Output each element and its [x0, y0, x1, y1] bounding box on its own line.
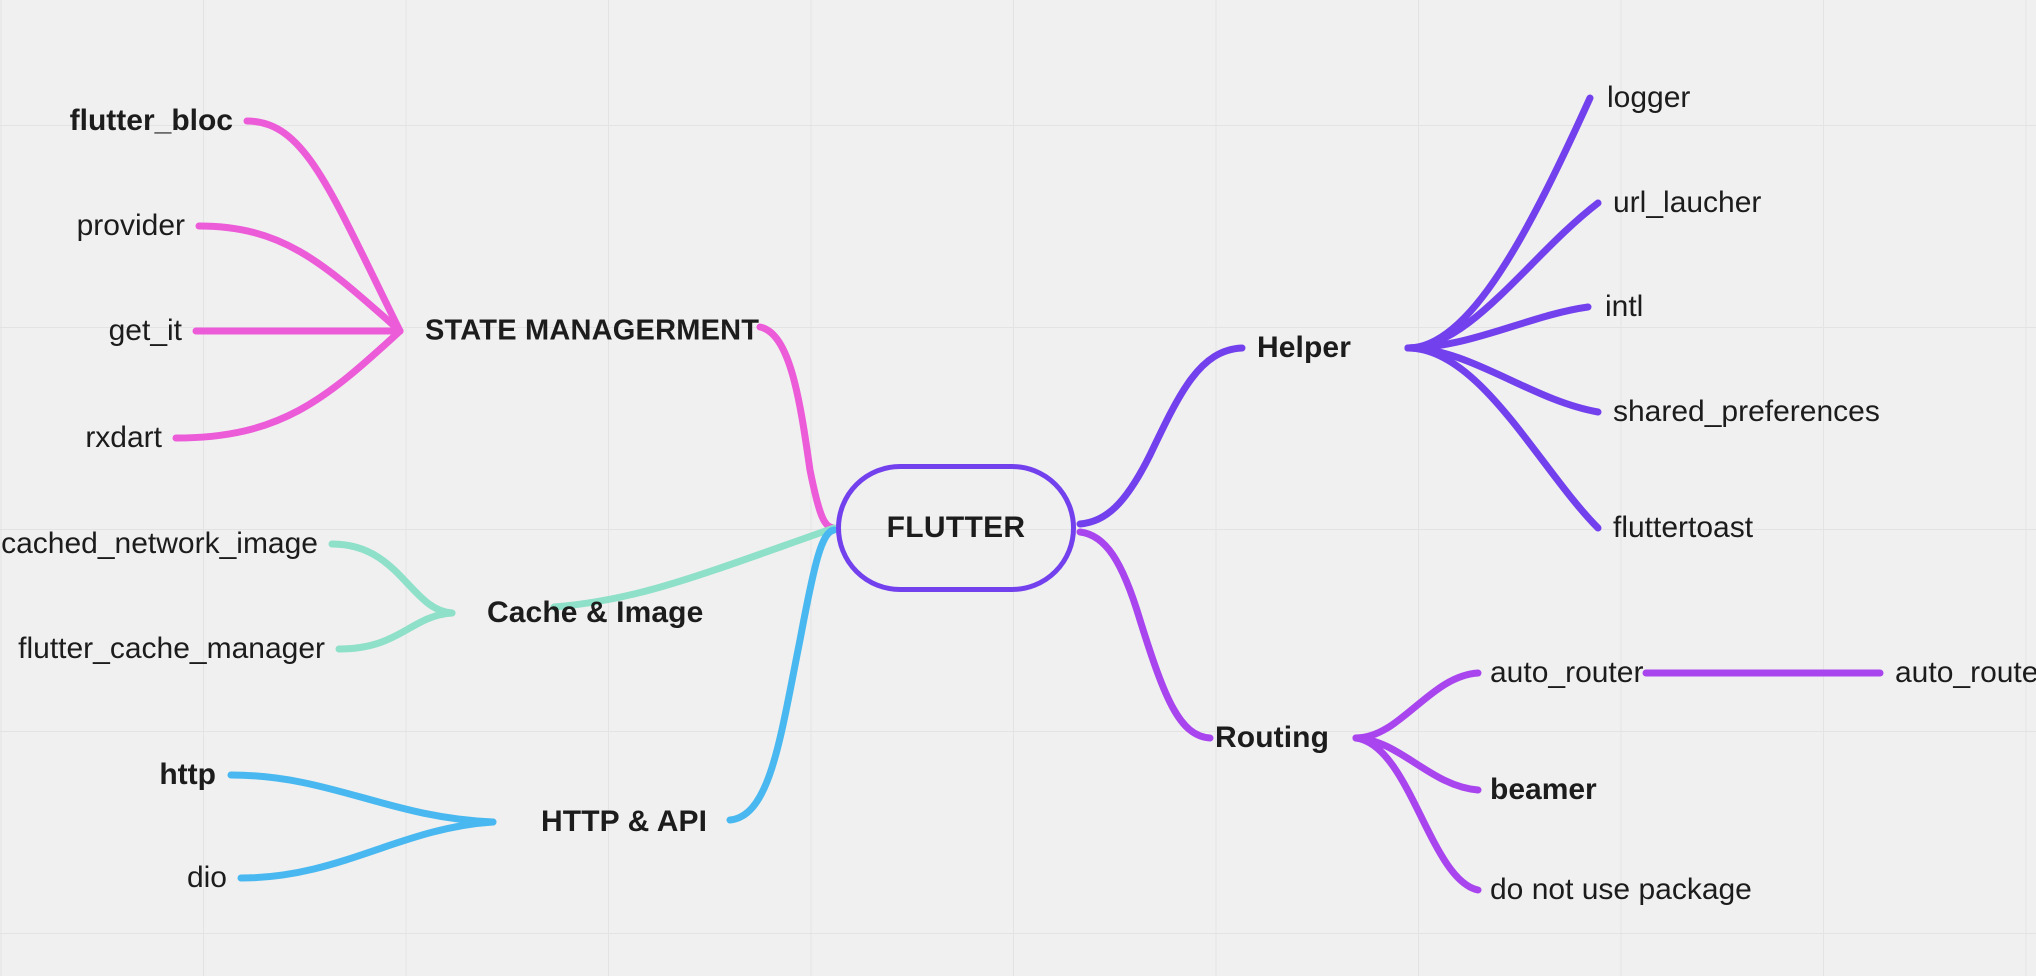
edge-cached-network-image: [328, 540, 456, 617]
edge-root-to-routing: [1076, 528, 1214, 742]
leaf-do-not-use-package[interactable]: do not use package: [1490, 873, 1752, 906]
branch-routing[interactable]: Routing: [1215, 721, 1329, 754]
edge-rxdart: [172, 327, 404, 442]
root-node-label: FLUTTER: [886, 511, 1026, 544]
edge-flutter-cache-manager: [335, 609, 456, 653]
edge-auto-router: [1352, 669, 1482, 742]
leaf-rxdart[interactable]: rxdart: [85, 421, 162, 454]
branch-cache-image[interactable]: Cache & Image: [487, 596, 704, 629]
edge-fluttertoast: [1404, 344, 1602, 532]
leaf-cached-network-image[interactable]: cached_network_image: [1, 527, 318, 560]
leaf-http[interactable]: http: [159, 758, 216, 791]
leaf-auto-router-child[interactable]: auto_router: [1895, 656, 2036, 689]
edge-dio: [237, 818, 497, 882]
edge-http-api-to-root: [726, 526, 838, 824]
edge-logger: [1404, 94, 1594, 352]
edge-beamer: [1352, 734, 1482, 794]
edge-url-laucher: [1404, 199, 1602, 352]
leaf-fluttertoast[interactable]: fluttertoast: [1613, 511, 1754, 544]
edge-root-to-helper: [1076, 344, 1246, 528]
leaf-dio[interactable]: dio: [186, 861, 227, 894]
leaf-logger[interactable]: logger: [1607, 81, 1691, 114]
leaf-flutter-cache-manager[interactable]: flutter_cache_manager: [18, 632, 325, 665]
edge-shared-preferences: [1404, 344, 1602, 416]
edge-flutter-bloc: [243, 117, 404, 335]
branch-helper[interactable]: Helper: [1257, 331, 1351, 364]
leaf-url-laucher[interactable]: url_laucher: [1613, 186, 1762, 219]
edge-intl: [1404, 303, 1592, 352]
root-node-flutter[interactable]: FLUTTER: [836, 464, 1076, 592]
leaf-flutter-bloc[interactable]: flutter_bloc: [69, 104, 233, 137]
leaf-get-it[interactable]: get_it: [108, 314, 182, 347]
edge-do-not-use-package: [1352, 734, 1482, 894]
edge-state-managerment-to-root: [756, 323, 838, 532]
leaf-auto-router[interactable]: auto_router: [1490, 656, 1644, 689]
leaf-beamer[interactable]: beamer: [1490, 773, 1597, 806]
branch-state-managerment[interactable]: STATE MANAGERMENT: [425, 314, 760, 347]
edge-http: [227, 771, 497, 826]
branch-http-api[interactable]: HTTP & API: [541, 805, 708, 838]
leaf-provider[interactable]: provider: [76, 209, 185, 242]
edge-provider: [195, 222, 404, 335]
leaf-shared-preferences[interactable]: shared_preferences: [1613, 395, 1880, 428]
leaf-intl[interactable]: intl: [1605, 290, 1644, 323]
